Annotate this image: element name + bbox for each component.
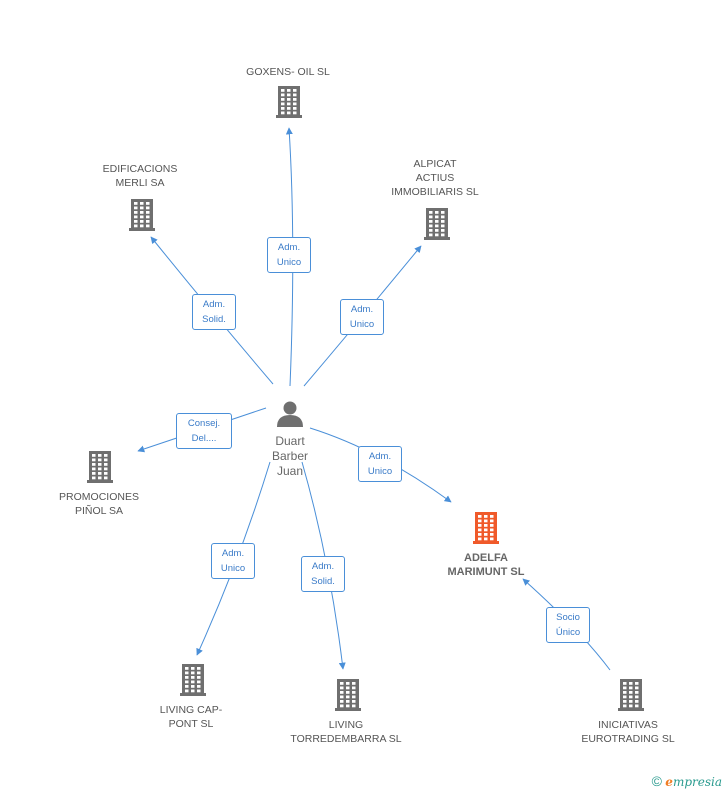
relation-label-goxens[interactable]: Adm. Unico: [267, 237, 311, 273]
nodes-layer: [87, 86, 644, 711]
empresia-logo: © empresia: [652, 773, 722, 789]
company-label-livingtorre[interactable]: LIVING TORREDEMBARRA SL: [290, 719, 402, 745]
person-name-label[interactable]: Duart Barber Juan: [271, 434, 309, 478]
person-icon[interactable]: [277, 401, 303, 428]
relation-label-edificacions[interactable]: Adm. Solid.: [192, 294, 236, 330]
building-icon-goxens[interactable]: [276, 86, 302, 118]
building-icon-livingtorre[interactable]: [335, 679, 361, 711]
building-icon-livingcap[interactable]: [180, 664, 206, 696]
building-icon-alpicat[interactable]: [424, 208, 450, 240]
company-label-livingcap[interactable]: LIVING CAP- PONT SL: [159, 704, 223, 730]
edges-layer: [137, 127, 611, 671]
company-label-adelfa[interactable]: ADELFA MARIMUNT SL: [447, 552, 525, 578]
building-icon-promociones[interactable]: [87, 451, 113, 483]
relation-label-promociones[interactable]: Consej. Del....: [176, 413, 232, 449]
brand-e: e: [665, 775, 673, 789]
building-icon-edificacions[interactable]: [129, 199, 155, 231]
company-label-goxens[interactable]: GOXENS- OIL SL: [246, 66, 330, 78]
brand-name: mpresia: [672, 775, 722, 789]
company-label-promociones[interactable]: PROMOCIONES PIÑOL SA: [59, 491, 139, 517]
company-label-iniciativas[interactable]: INICIATIVAS EUROTRADING SL: [581, 719, 675, 745]
copyright-symbol: ©: [651, 773, 662, 789]
relation-label-adelfa[interactable]: Adm. Unico: [358, 446, 402, 482]
relation-label-livingcap[interactable]: Adm. Unico: [211, 543, 255, 579]
building-icon-iniciativas[interactable]: [618, 679, 644, 711]
relation-label-alpicat[interactable]: Adm. Unico: [340, 299, 384, 335]
company-label-edificacions[interactable]: EDIFICACIONS MERLI SA: [102, 163, 178, 189]
building-icon-adelfa[interactable]: [473, 512, 499, 544]
relation-label-adelfa[interactable]: Socio Único: [546, 607, 590, 643]
relation-label-livingtorre[interactable]: Adm. Solid.: [301, 556, 345, 592]
company-label-alpicat[interactable]: ALPICAT ACTIUS IMMOBILIARIS SL: [391, 158, 479, 198]
